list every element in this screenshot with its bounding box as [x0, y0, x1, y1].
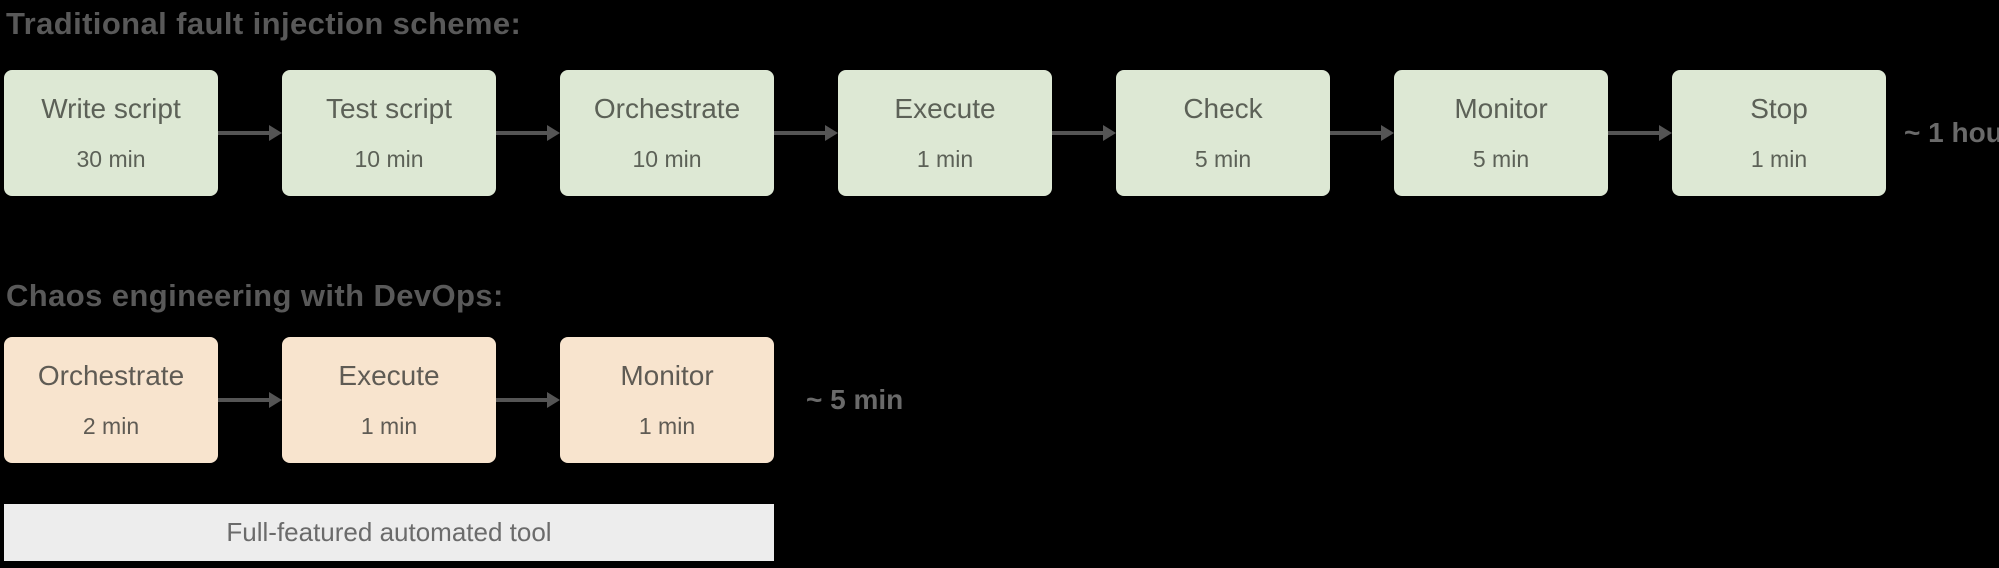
step-duration: 10 min [354, 146, 424, 172]
arrow-right-icon [774, 70, 838, 196]
arrow-line [1608, 131, 1660, 135]
arrow-right-icon [218, 337, 282, 463]
arrow-right-icon [1608, 70, 1672, 196]
arrow-right-icon [1052, 70, 1116, 196]
automated-tool-label: Full-featured automated tool [226, 517, 552, 547]
arrow-right-icon [496, 337, 560, 463]
arrow-head [1103, 125, 1116, 141]
arrow-line [774, 131, 826, 135]
step-duration: 1 min [1750, 146, 1808, 172]
arrow-line [218, 398, 270, 402]
section-title-traditional: Traditional fault injection scheme: [6, 6, 522, 41]
automated-tool-bar: Full-featured automated tool [4, 504, 774, 561]
arrow-line [1052, 131, 1104, 135]
step-duration: 1 min [360, 413, 418, 439]
step-box-execute: Execute 1 min [838, 70, 1052, 196]
arrow-head [1381, 125, 1394, 141]
step-duration: 5 min [1472, 146, 1530, 172]
arrow-head [825, 125, 838, 141]
step-label: Check [1183, 93, 1263, 124]
arrow-line [496, 131, 548, 135]
arrow-right-icon [218, 70, 282, 196]
step-box-orchestrate: Orchestrate 10 min [560, 70, 774, 196]
step-box-monitor: Monitor 5 min [1394, 70, 1608, 196]
total-duration-label-chaos: ~ 5 min [806, 384, 904, 415]
step-box-monitor: Monitor 1 min [560, 337, 774, 463]
step-duration: 5 min [1194, 146, 1252, 172]
arrow-head [269, 125, 282, 141]
step-duration: 2 min [82, 413, 140, 439]
step-box-orchestrate: Orchestrate 2 min [4, 337, 218, 463]
step-label: Write script [41, 93, 181, 124]
arrow-head [269, 392, 282, 408]
step-label: Orchestrate [593, 93, 741, 124]
arrow-right-icon [1330, 70, 1394, 196]
section-title-chaos: Chaos engineering with DevOps: [6, 278, 504, 313]
arrow-head [1659, 125, 1672, 141]
step-box-test-script: Test script 10 min [282, 70, 496, 196]
step-label: Monitor [620, 360, 714, 391]
arrow-line [218, 131, 270, 135]
step-label: Orchestrate [37, 360, 185, 391]
arrow-line [496, 398, 548, 402]
arrow-head [547, 125, 560, 141]
step-duration: 30 min [76, 146, 146, 172]
step-label: Execute [338, 360, 440, 391]
step-label: Test script [325, 93, 453, 124]
arrow-right-icon [496, 70, 560, 196]
step-label: Monitor [1454, 93, 1548, 124]
step-box-stop: Stop 1 min [1672, 70, 1886, 196]
step-duration: 1 min [638, 413, 696, 439]
total-duration-label-traditional: ~ 1 hour [1904, 117, 1999, 148]
arrow-line [1330, 131, 1382, 135]
arrow-head [547, 392, 560, 408]
step-duration: 1 min [916, 146, 974, 172]
step-duration: 10 min [632, 146, 702, 172]
step-label: Execute [894, 93, 996, 124]
step-box-execute: Execute 1 min [282, 337, 496, 463]
step-box-write-script: Write script 30 min [4, 70, 218, 196]
flow-row-chaos: Orchestrate 2 min Execute 1 min Monitor 1 min… [4, 337, 903, 463]
step-box-check: Check 5 min [1116, 70, 1330, 196]
step-label: Stop [1750, 93, 1808, 124]
